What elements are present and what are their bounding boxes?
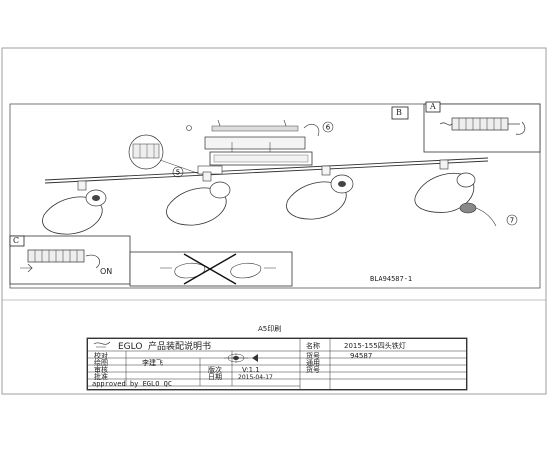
spotlight-3 xyxy=(286,165,354,220)
panel-a-marker xyxy=(425,101,441,113)
title-block: EGLO 产品装配说明书 名称 2015-155四头铁灯 货号 94587 校对… xyxy=(87,338,467,390)
review-label: 审核 xyxy=(94,366,108,374)
incorrect-install-lamps xyxy=(160,262,276,279)
callout-7-circle xyxy=(506,214,518,226)
panel-c-label: C xyxy=(13,236,20,245)
check-label: 校对 xyxy=(94,352,108,360)
sheet-border xyxy=(1,47,547,395)
model-code: BLA94587-1 xyxy=(370,275,413,283)
spotlight-1 xyxy=(42,180,107,235)
drawn-label: 绘图 xyxy=(94,359,108,367)
callout-5-label: 5 xyxy=(176,169,180,177)
version-value: V:1.1 xyxy=(242,366,260,374)
main-bar xyxy=(44,157,489,184)
approve-label: 批准 xyxy=(94,373,108,381)
item-no-label: 货号 xyxy=(306,366,320,374)
spotlight-4 xyxy=(414,159,497,227)
callout-6-label: 6 xyxy=(326,124,331,132)
cross-mark xyxy=(183,253,237,285)
approved-by-note: approved by EGLO QC xyxy=(92,380,173,388)
version-label: 版次 xyxy=(208,366,222,374)
date-value: 2015-04-17 xyxy=(238,374,273,381)
callout-5-circle xyxy=(172,166,184,178)
name-value: 2015-155四头铁灯 xyxy=(344,342,406,350)
panel-b-label: B xyxy=(396,108,402,117)
panel-c-action-label: ON xyxy=(100,267,113,276)
model-label: 货号 xyxy=(306,352,320,360)
callout-6 xyxy=(303,121,334,137)
brand-name: EGLO xyxy=(118,342,143,352)
callout-7-label: 7 xyxy=(510,217,514,225)
model-value: 94587 xyxy=(350,352,373,360)
panel-c-marker xyxy=(9,235,25,247)
spotlight-2 xyxy=(166,171,231,226)
name-label: 名称 xyxy=(306,342,320,350)
print-size-label: A5印刷 xyxy=(258,325,282,333)
eglo-logo xyxy=(93,341,111,348)
date-label: 日期 xyxy=(208,373,222,381)
drawing-frame xyxy=(9,103,541,289)
ceiling-bracket xyxy=(186,119,313,166)
doc-title: 产品装配说明书 xyxy=(148,342,212,352)
wire-connector-detail xyxy=(128,134,201,175)
panel-a-terminal-block xyxy=(439,117,526,135)
universal-label: 通用 xyxy=(306,359,320,367)
panel-c-terminal-block xyxy=(20,249,100,273)
drawn-value: 李建飞 xyxy=(142,359,163,367)
panel-b-marker xyxy=(391,106,409,120)
panel-a-label: A xyxy=(430,102,436,111)
